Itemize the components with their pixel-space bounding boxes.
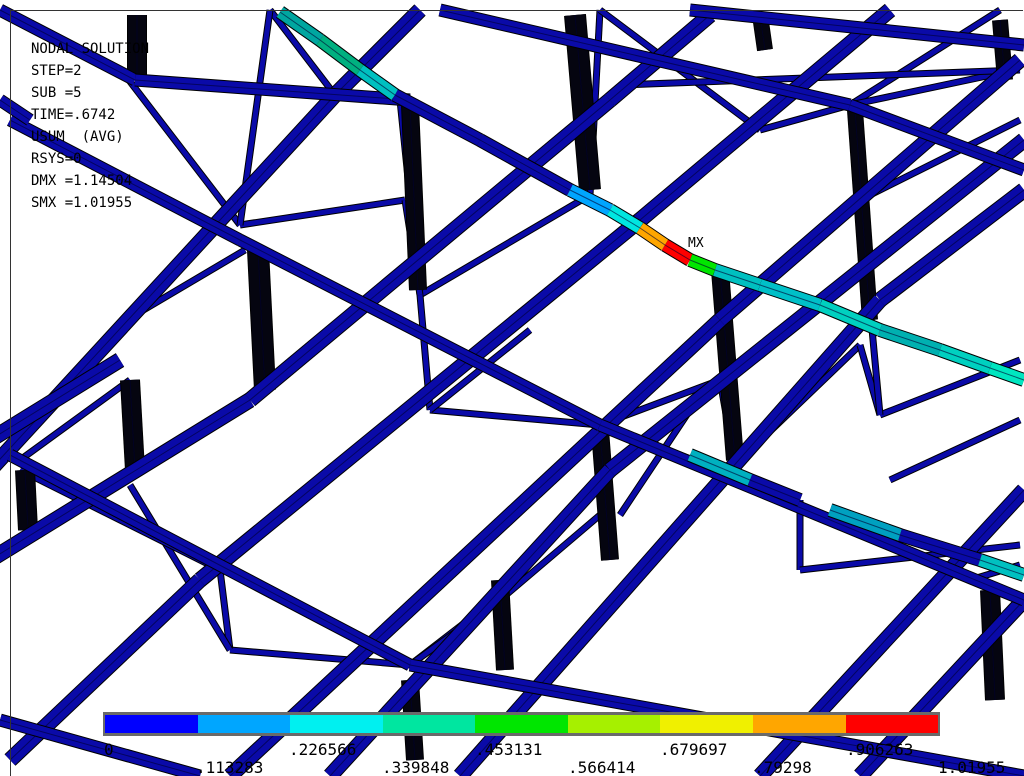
truss-member xyxy=(6,449,414,671)
legend-tick-label: .679697 xyxy=(660,740,728,759)
legend-tick-label: .566414 xyxy=(568,758,636,776)
truss-member-stressed xyxy=(712,263,763,292)
truss-member xyxy=(888,416,1022,484)
truss-member-stressed xyxy=(275,6,325,46)
truss-member xyxy=(454,294,886,776)
truss-member xyxy=(267,7,338,98)
truss-member xyxy=(875,183,1024,307)
truss-member xyxy=(497,512,603,603)
truss-member xyxy=(17,377,133,463)
info-line-quantity: USUM (AVG) xyxy=(31,129,124,145)
info-line-time: TIME=.6742 xyxy=(31,107,116,123)
legend-tick-label: 0 xyxy=(104,740,114,759)
truss-member xyxy=(848,7,1002,108)
truss-column xyxy=(591,429,619,561)
truss-member-stressed xyxy=(661,238,694,267)
info-line-smx: SMX =1.01955 xyxy=(31,195,133,211)
info-line-dmx: DMX =1.14504 xyxy=(31,173,133,189)
legend-tick-label: .226566 xyxy=(289,740,357,759)
plot-frame xyxy=(10,10,1023,776)
legend-color-band-1 xyxy=(105,715,198,733)
truss-member xyxy=(329,4,426,101)
legend-color-band-7 xyxy=(660,715,753,733)
truss-member xyxy=(216,569,234,651)
truss-member xyxy=(0,4,138,86)
info-line-step: STEP=2 xyxy=(31,63,82,79)
truss-member xyxy=(847,98,1024,177)
truss-member xyxy=(849,66,1016,109)
truss-member-stressed xyxy=(687,448,753,487)
legend-color-band-3 xyxy=(290,715,383,733)
truss-member xyxy=(229,646,411,669)
legend-tick-label: .453131 xyxy=(475,740,543,759)
legend-tick-label: .906263 xyxy=(846,740,914,759)
truss-member-stressed xyxy=(315,34,365,76)
truss-member xyxy=(134,73,411,107)
truss-member-stressed xyxy=(757,278,823,312)
legend-color-band-9 xyxy=(845,715,939,733)
truss-member-stressed xyxy=(606,203,644,235)
truss-member xyxy=(0,393,255,564)
truss-member-stressed xyxy=(566,183,614,217)
truss-member xyxy=(244,93,616,407)
info-line-title: NODAL SOLUTION xyxy=(31,41,150,57)
truss-member xyxy=(634,3,896,227)
truss-member xyxy=(597,418,1024,607)
truss-member xyxy=(759,101,851,134)
truss-member xyxy=(6,114,244,246)
truss-member xyxy=(689,3,1024,52)
truss-member-stressed xyxy=(391,88,484,147)
truss-member xyxy=(224,314,726,776)
truss-member xyxy=(127,483,233,652)
truss-member xyxy=(714,53,1024,327)
truss-member xyxy=(0,713,202,776)
legend-color-band-8 xyxy=(752,715,846,733)
truss-column xyxy=(247,249,276,391)
truss-member xyxy=(0,94,34,126)
max-value-marker: MX xyxy=(688,236,704,251)
legend-tick-label: 1.01955 xyxy=(938,758,1006,776)
truss-member-stressed xyxy=(747,473,803,507)
truss-member xyxy=(418,191,592,299)
legend-tick-label: .339848 xyxy=(382,758,450,776)
truss-member-stressed xyxy=(817,298,883,337)
truss-column xyxy=(120,379,145,471)
truss-member-stressed xyxy=(937,343,993,375)
legend-color-band-2 xyxy=(197,715,291,733)
truss-member xyxy=(122,72,243,228)
truss-member xyxy=(0,353,125,444)
truss-member-stressed xyxy=(977,553,1024,582)
truss-column xyxy=(15,469,38,531)
legend-color-band-6 xyxy=(567,715,661,733)
legend-tick-label: .79298 xyxy=(754,758,812,776)
truss-member xyxy=(429,406,601,429)
info-line-substep: SUB =5 xyxy=(31,85,82,101)
info-line-rsys: RSYS=0 xyxy=(31,151,82,167)
truss-member xyxy=(438,3,852,112)
truss-member-stressed xyxy=(687,253,718,277)
truss-member-stressed xyxy=(355,64,400,101)
truss-member xyxy=(194,213,646,587)
truss-member-stressed xyxy=(897,528,983,567)
truss-member-stressed xyxy=(987,361,1024,387)
legend-tick-label: .113283 xyxy=(196,758,264,776)
truss-member xyxy=(237,234,603,431)
truss-member-stressed xyxy=(636,222,669,251)
truss-column xyxy=(847,109,878,321)
truss-column xyxy=(711,269,744,461)
solution-info-panel: NODAL SOLUTION STEP=2 SUB =5 TIME=.6742 … xyxy=(31,38,149,214)
truss-member-stressed xyxy=(827,503,903,542)
contour-legend-bar xyxy=(103,712,940,736)
truss-member-stressed xyxy=(476,133,574,197)
truss-member-stressed xyxy=(877,323,943,357)
legend-color-band-5 xyxy=(475,715,568,733)
legend-color-band-4 xyxy=(382,715,476,733)
truss-member xyxy=(858,116,1022,204)
truss-member xyxy=(239,196,406,229)
